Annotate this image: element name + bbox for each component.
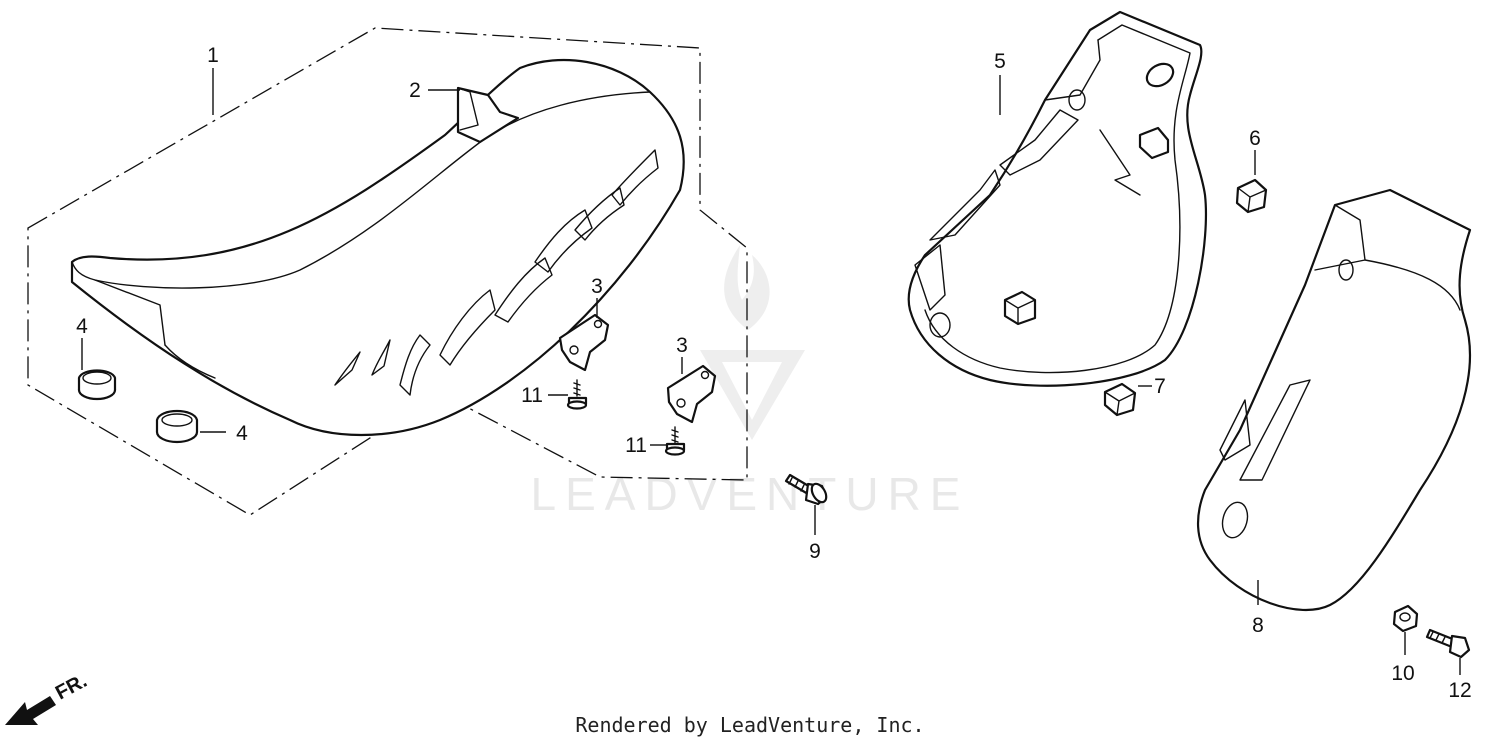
grommet-6 bbox=[1235, 178, 1268, 214]
callout-6: 6 bbox=[1249, 127, 1261, 150]
callout-1: 1 bbox=[207, 44, 219, 67]
flange-bolt bbox=[784, 473, 828, 506]
callout-11-right: 11 bbox=[625, 434, 647, 457]
watermark-flame-icon bbox=[724, 245, 770, 330]
grommet-7 bbox=[1103, 382, 1137, 417]
front-arrow-icon bbox=[5, 696, 56, 725]
callout-3-left: 3 bbox=[591, 275, 603, 298]
footer-credit: Rendered by LeadVenture, Inc. bbox=[575, 713, 925, 737]
bolt-left bbox=[566, 379, 588, 410]
callout-7: 7 bbox=[1154, 375, 1166, 398]
bracket-right bbox=[666, 364, 717, 424]
callout-9: 9 bbox=[809, 540, 821, 563]
callout-labels: 1 2 3 3 4 4 5 6 7 8 9 10 12 11 11 bbox=[76, 44, 1472, 702]
leader-lines bbox=[81, 68, 1461, 675]
side-cover-right bbox=[1196, 188, 1472, 612]
bolt-right bbox=[664, 426, 686, 456]
bracket-left bbox=[558, 313, 610, 372]
callout-4-lower: 4 bbox=[236, 422, 248, 445]
cushion-upper bbox=[77, 369, 117, 401]
watermark-text: LEADVENTURE bbox=[531, 468, 970, 520]
callout-4-upper: 4 bbox=[76, 315, 88, 338]
callout-8: 8 bbox=[1252, 614, 1264, 637]
seat-assembly-boundary bbox=[27, 27, 748, 516]
bolt-12 bbox=[1425, 628, 1471, 659]
callout-2: 2 bbox=[409, 79, 421, 102]
seat-strap bbox=[456, 86, 520, 144]
cushion-lower bbox=[155, 409, 199, 444]
callout-5: 5 bbox=[994, 50, 1006, 73]
side-cover-left bbox=[907, 10, 1208, 387]
callout-3-right: 3 bbox=[676, 334, 688, 357]
front-label: FR. bbox=[52, 670, 91, 705]
callout-11-left: 11 bbox=[521, 384, 543, 407]
watermark-v-icon bbox=[700, 350, 805, 440]
callout-12: 12 bbox=[1448, 679, 1471, 702]
collar bbox=[1392, 604, 1419, 633]
callout-10: 10 bbox=[1391, 662, 1414, 685]
seat bbox=[70, 58, 685, 437]
